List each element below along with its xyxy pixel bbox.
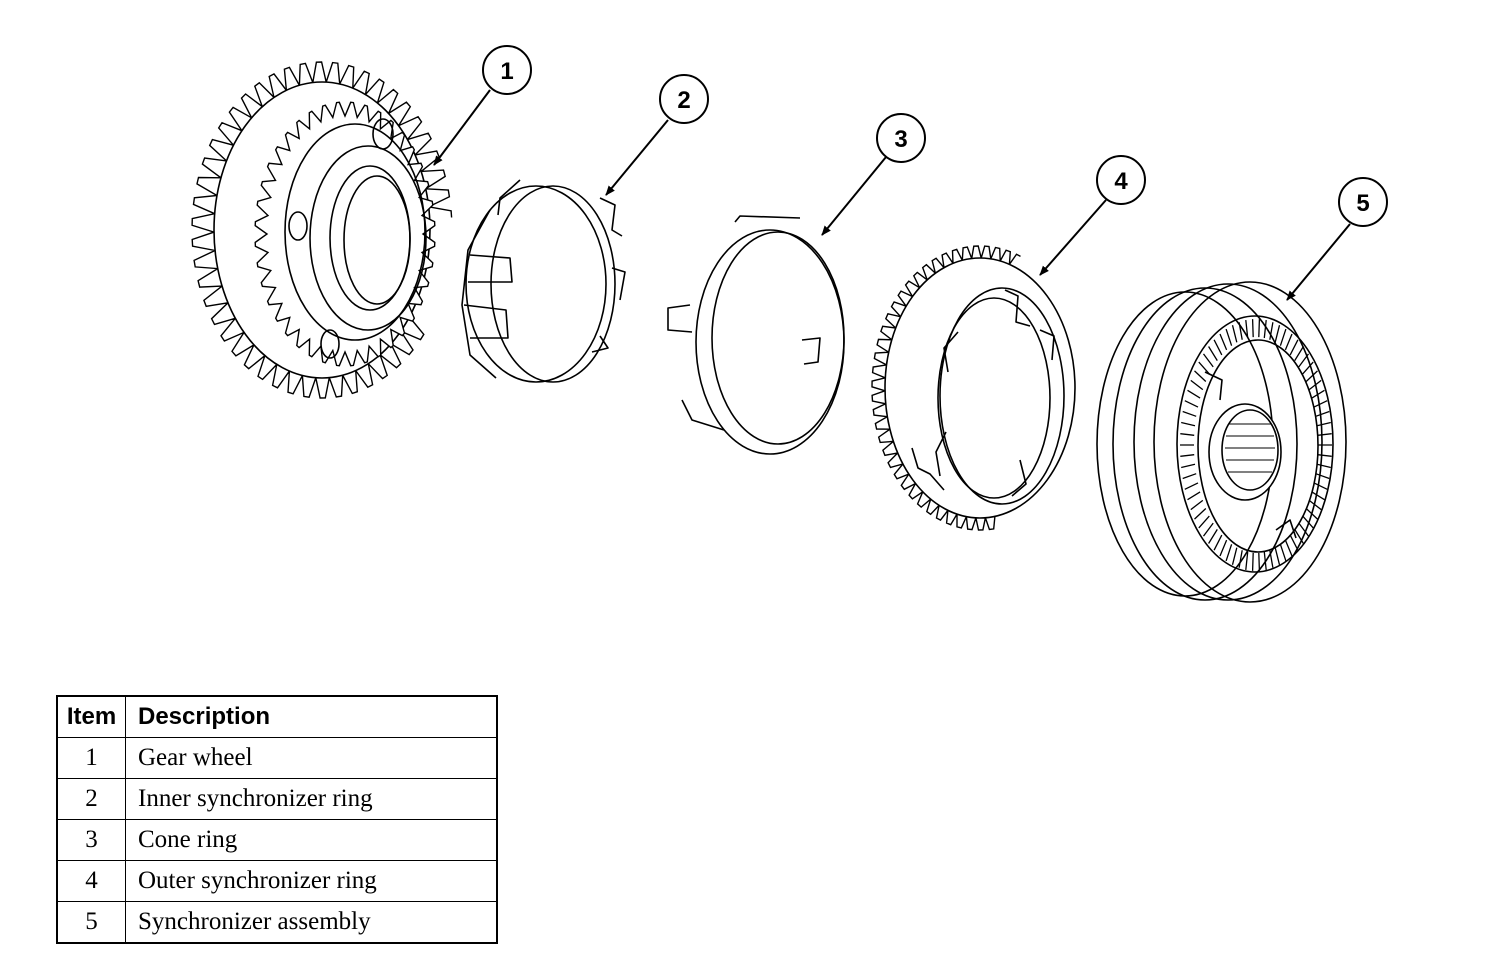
legend-row: 4 Outer synchronizer ring <box>56 860 498 902</box>
legend-row: 3 Cone ring <box>56 819 498 861</box>
leader-line-5 <box>1286 223 1351 301</box>
legend-item-description: Synchronizer assembly <box>125 901 498 944</box>
legend-row: 1 Gear wheel <box>56 737 498 779</box>
inner-synchronizer-ring-part <box>461 179 626 383</box>
callout-2: 2 <box>659 74 709 124</box>
leader-line-1 <box>433 89 491 166</box>
callout-label-4: 4 <box>1114 168 1128 195</box>
cone-ring-part <box>667 215 845 455</box>
callout-label-3: 3 <box>894 126 907 153</box>
legend-item-number: 5 <box>56 901 126 944</box>
leader-line-3 <box>821 156 887 236</box>
callout-5: 5 <box>1338 177 1388 227</box>
outer-synchronizer-ring-part <box>871 245 1076 531</box>
legend-header-row: Item Description <box>56 695 498 738</box>
callout-label-2: 2 <box>677 87 690 114</box>
legend-item-description: Gear wheel <box>125 737 498 779</box>
callout-3: 3 <box>876 113 926 163</box>
callout-1: 1 <box>482 45 532 95</box>
legend-table: Item Description 1 Gear wheel 2 Inner sy… <box>56 695 498 944</box>
legend-item-description: Cone ring <box>125 819 498 861</box>
legend-item-number: 4 <box>56 860 126 902</box>
exploded-view-diagram: 1 2 3 4 5 <box>191 45 1388 603</box>
callout-4: 4 <box>1096 155 1146 205</box>
callout-label-1: 1 <box>500 58 513 85</box>
legend-header-item: Item <box>56 695 126 738</box>
synchronizer-assembly-part <box>1096 281 1347 603</box>
leader-line-2 <box>605 119 669 196</box>
legend-item-number: 1 <box>56 737 126 779</box>
legend-row: 2 Inner synchronizer ring <box>56 778 498 820</box>
leader-lines <box>433 89 1351 301</box>
callout-label-5: 5 <box>1356 190 1369 217</box>
legend-header-description: Description <box>125 695 498 738</box>
legend-item-number: 3 <box>56 819 126 861</box>
legend-item-number: 2 <box>56 778 126 820</box>
legend-item-description: Inner synchronizer ring <box>125 778 498 820</box>
synchronizer-splines <box>1180 319 1332 571</box>
gear-wheel-part <box>191 61 453 399</box>
leader-line-4 <box>1039 199 1107 276</box>
legend-row: 5 Synchronizer assembly <box>56 901 498 944</box>
legend-item-description: Outer synchronizer ring <box>125 860 498 902</box>
